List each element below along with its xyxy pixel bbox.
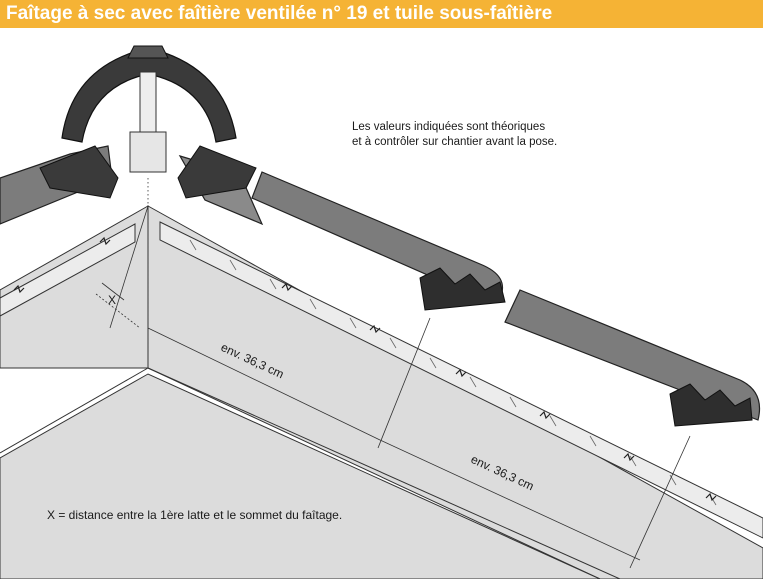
ridge-batten [129, 131, 167, 173]
seal-left [39, 145, 119, 199]
legend: X = distance entre la 1ère latte et le s… [47, 508, 343, 522]
tile-nib-right-1 [419, 267, 506, 311]
dimension-x-label: X [108, 293, 116, 307]
seal-right [177, 145, 257, 199]
roof-underside [0, 373, 601, 579]
ridge-diagram: X env. 36,3 cm env. 36,3 cm [0, 45, 763, 579]
wood-grain-right [189, 239, 717, 506]
note: Les valeurs indiquées sont théoriques et… [352, 120, 557, 150]
title-bar: Faîtage à sec avec faîtière ventilée n° … [0, 0, 763, 28]
ridge-support [139, 71, 157, 133]
lath-notches [13, 236, 717, 502]
diagram-title: Faîtage à sec avec faîtière ventilée n° … [6, 3, 553, 24]
note-line-2: et à contrôler sur chantier avant la pos… [352, 136, 558, 148]
batten-strip-left [0, 223, 136, 317]
ridge-tile [61, 47, 237, 143]
ridge-tile-ventilation [127, 45, 169, 59]
tile-nib-right-2 [669, 383, 753, 427]
note-line-1: Les valeurs indiquées sont théoriques [352, 121, 546, 133]
